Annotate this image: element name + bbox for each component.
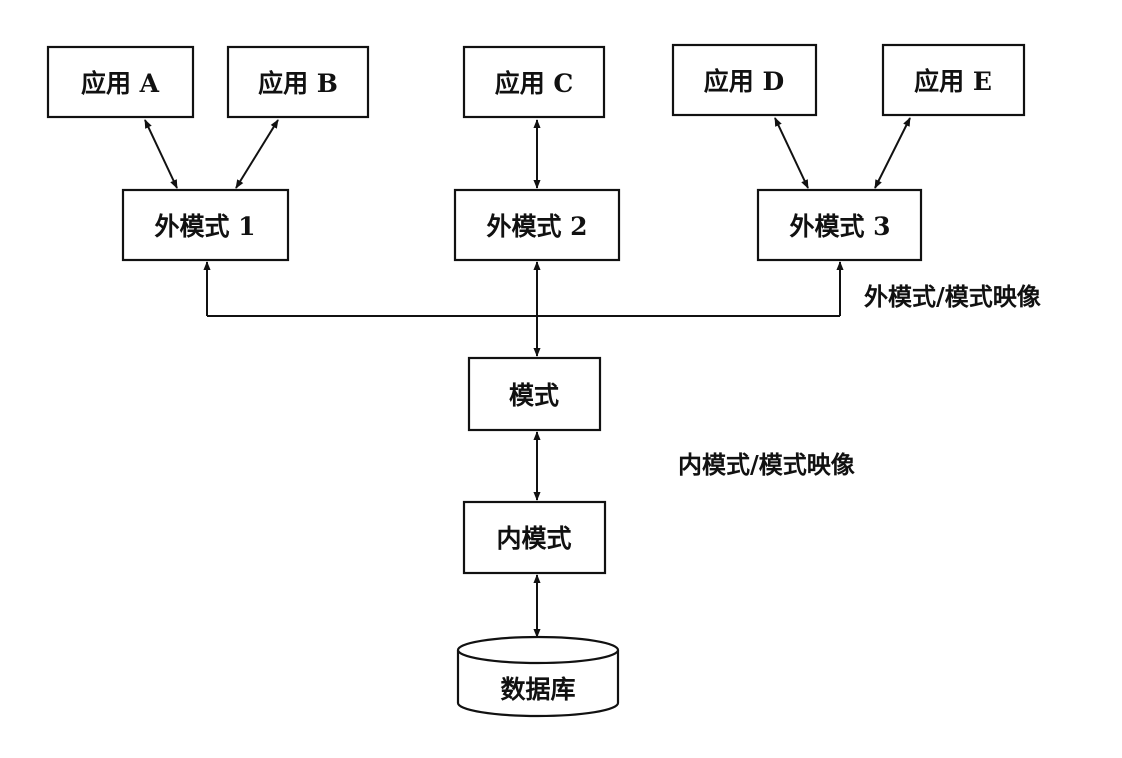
edge-app-b-ext1 (235, 119, 279, 189)
internal-schema-node: 内模式 (462, 500, 607, 575)
external-schema-3-node: 外模式 3 (756, 188, 923, 262)
application-d-node: 应用 D (671, 43, 818, 117)
edge-app-e-ext3 (874, 117, 911, 189)
external-schema-3-label: 外模式 3 (789, 212, 890, 241)
internal-schema-label: 内模式 (496, 524, 571, 553)
schema-node: 模式 (467, 356, 602, 432)
application-e-node: 应用 E (881, 43, 1026, 117)
edge-app-d-ext3 (774, 117, 809, 189)
application-b-label: 应用 B (258, 69, 338, 98)
external-schema-1-label: 外模式 1 (154, 212, 255, 241)
database-label: 数据库 (500, 675, 575, 704)
application-c-node: 应用 C (462, 45, 606, 119)
database-cylinder-body (456, 650, 620, 718)
external-schema-2-label: 外模式 2 (486, 212, 587, 241)
database-node: 数据库 (456, 635, 620, 718)
application-a-node: 应用 A (46, 45, 195, 119)
application-d-label: 应用 D (704, 67, 784, 96)
connectors (144, 117, 911, 638)
schema-label: 模式 (509, 381, 559, 410)
application-c-label: 应用 C (495, 69, 574, 98)
external-schema-2-node: 外模式 2 (453, 188, 621, 262)
internal-schema-mapping-label: 内模式/模式映像 (678, 450, 856, 479)
application-b-node: 应用 B (226, 45, 370, 119)
application-a-label: 应用 A (81, 69, 160, 98)
edge-app-a-ext1 (144, 119, 178, 189)
database-cylinder-top (456, 635, 620, 665)
application-e-label: 应用 E (914, 67, 992, 96)
external-schema-mapping-label: 外模式/模式映像 (864, 282, 1042, 311)
external-schema-1-node: 外模式 1 (121, 188, 290, 262)
